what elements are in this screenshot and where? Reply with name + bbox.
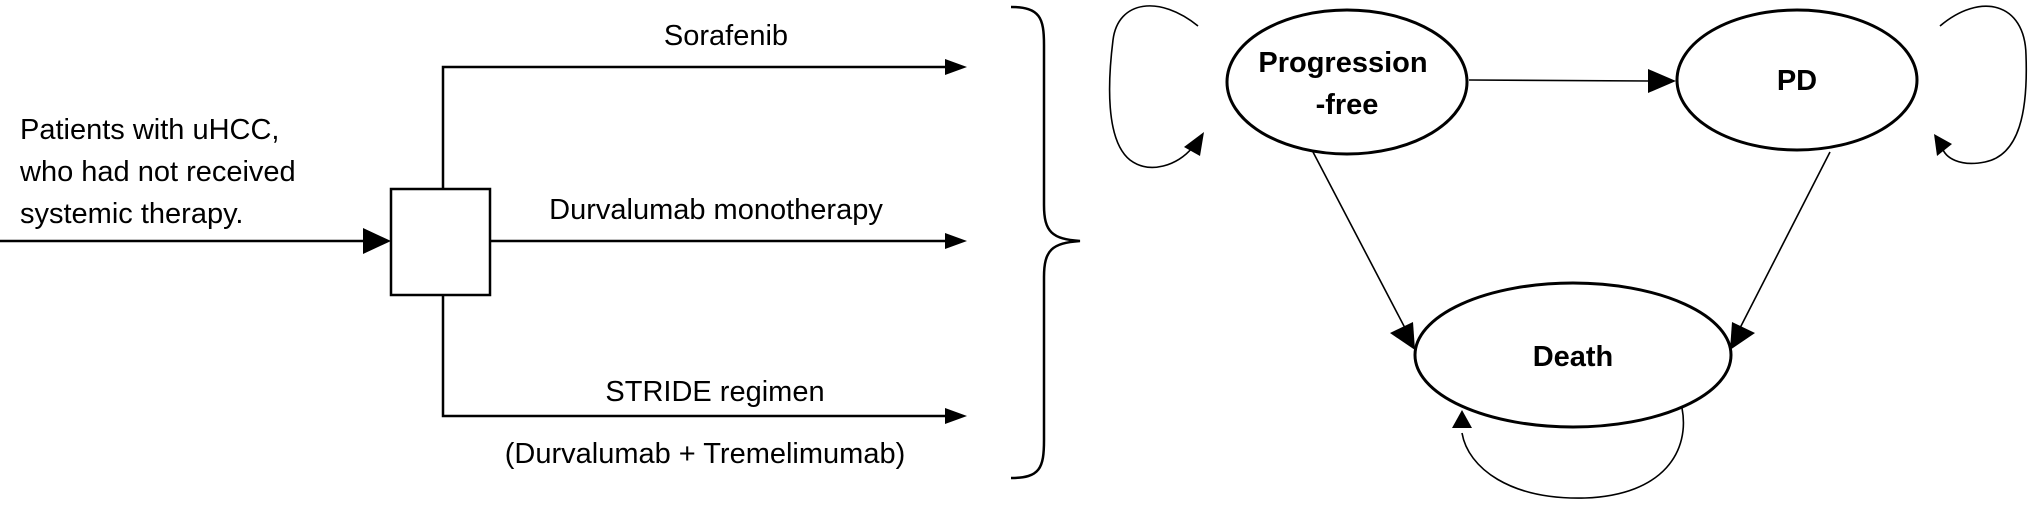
arrowhead-sorafenib <box>945 59 967 75</box>
population-line-3: systemic therapy. <box>20 198 243 230</box>
arrowhead-pf-to-pd <box>1648 69 1676 93</box>
state-progression-free <box>1225 8 1469 156</box>
decision-tree: Patients with uHCC, who had not received… <box>0 5 1081 480</box>
state-label-pd: PD <box>1777 65 1817 97</box>
state-label-progression-free-line-1: Progression <box>1258 47 1427 79</box>
arrowhead-pf-to-death <box>1390 322 1415 350</box>
arm-label-stride: STRIDE regimen <box>605 376 824 408</box>
population-text: Patients with uHCC, who had not received… <box>19 114 304 230</box>
self-loop-progression-free <box>1108 5 1199 169</box>
state-label-progression-free: Progression -free <box>1258 47 1435 121</box>
decision-node <box>389 187 492 297</box>
transition-line-pf-to-death <box>1312 151 1406 329</box>
population-line-1: Patients with uHCC, <box>20 114 280 146</box>
arrowhead-stride <box>945 408 967 424</box>
incoming-arrowhead <box>363 228 391 254</box>
state-label-progression-free-line-2: -free <box>1316 89 1379 121</box>
arrowhead-pd-to-death <box>1730 322 1755 350</box>
arm-label-durvalumab: Durvalumab monotherapy <box>549 194 883 226</box>
state-pd <box>1675 8 1919 152</box>
branch-line-sorafenib <box>441 65 960 189</box>
arrowhead-durvalumab <box>945 233 967 249</box>
self-loop-arrowhead-pd <box>1934 134 1952 156</box>
branch-line-stride <box>441 295 960 418</box>
arm-label-sorafenib: Sorafenib <box>664 20 788 52</box>
self-loop-arrowhead-progression-free <box>1184 132 1204 156</box>
self-loop-pd <box>1939 5 2028 165</box>
transition-line-pf-to-pd <box>1468 79 1651 82</box>
transition-line-pd-to-death <box>1739 151 1831 329</box>
arm-sublabel-stride: (Durvalumab + Tremelimumab) <box>505 438 905 470</box>
self-loop-death <box>1461 407 1685 499</box>
state-label-death: Death <box>1533 341 1614 373</box>
curly-brace <box>1010 5 1081 480</box>
self-loop-arrowhead-death <box>1452 410 1472 428</box>
state-death <box>1413 281 1733 429</box>
population-line-2: who had not received <box>19 156 296 188</box>
markov-model: Progression -free PD Death <box>1108 5 2028 499</box>
